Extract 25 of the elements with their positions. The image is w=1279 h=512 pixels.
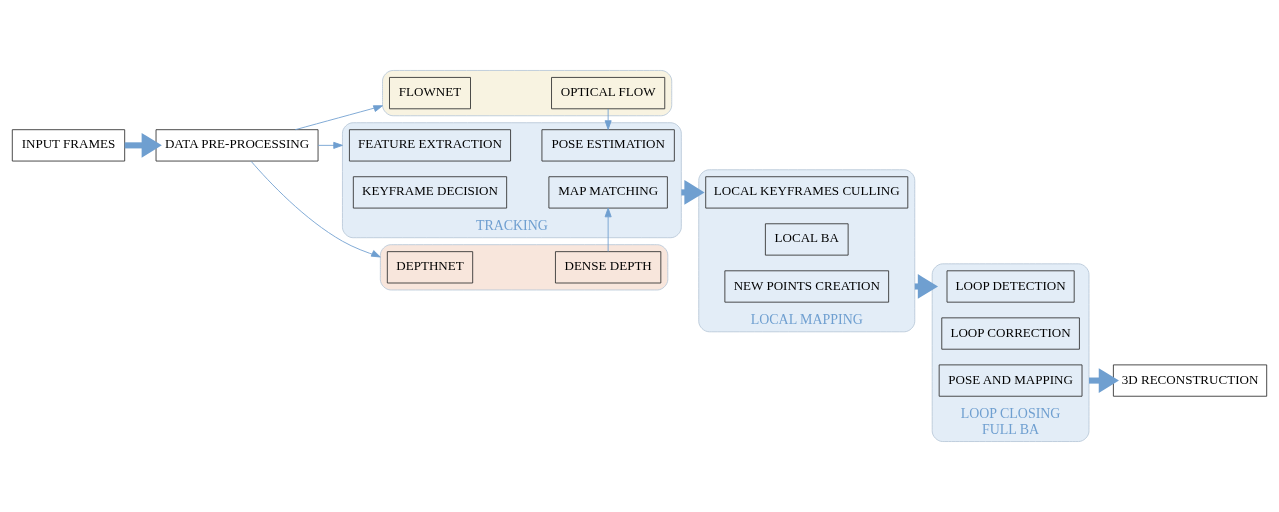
node-box: LOCAL KEYFRAMES CULLING xyxy=(705,176,909,209)
node-box: FLOWNET xyxy=(389,77,471,110)
arrow xyxy=(250,160,381,258)
node-box: FEATURE EXTRACTION xyxy=(349,129,511,162)
node-box: NEW POINTS CREATION xyxy=(724,270,890,303)
arrow xyxy=(604,108,612,130)
node-box: OPTICAL FLOW xyxy=(551,77,666,110)
node-box: MAP MATCHING xyxy=(548,176,668,209)
arrow xyxy=(317,141,343,149)
node-box: LOOP CORRECTION xyxy=(941,317,1080,350)
node-box: LOCAL BA xyxy=(764,223,849,256)
node-box: INPUT FRAMES xyxy=(11,129,126,162)
cluster xyxy=(379,244,669,291)
node-box: DENSE DEPTH xyxy=(555,251,662,284)
node-box: KEYFRAME DECISION xyxy=(352,176,508,209)
arrow xyxy=(294,105,383,131)
arrow xyxy=(604,207,612,252)
node-box: DATA PRE-PROCESSING xyxy=(155,129,319,162)
node-box: LOOP DETECTION xyxy=(946,270,1075,303)
node-box: 3D RECONSTRUCTION xyxy=(1112,364,1268,397)
node-box: POSE ESTIMATION xyxy=(541,129,675,162)
node-box: POSE AND MAPPING xyxy=(938,364,1083,397)
arrow xyxy=(124,133,162,158)
node-box: DEPTHNET xyxy=(386,251,474,284)
cluster xyxy=(382,70,673,117)
